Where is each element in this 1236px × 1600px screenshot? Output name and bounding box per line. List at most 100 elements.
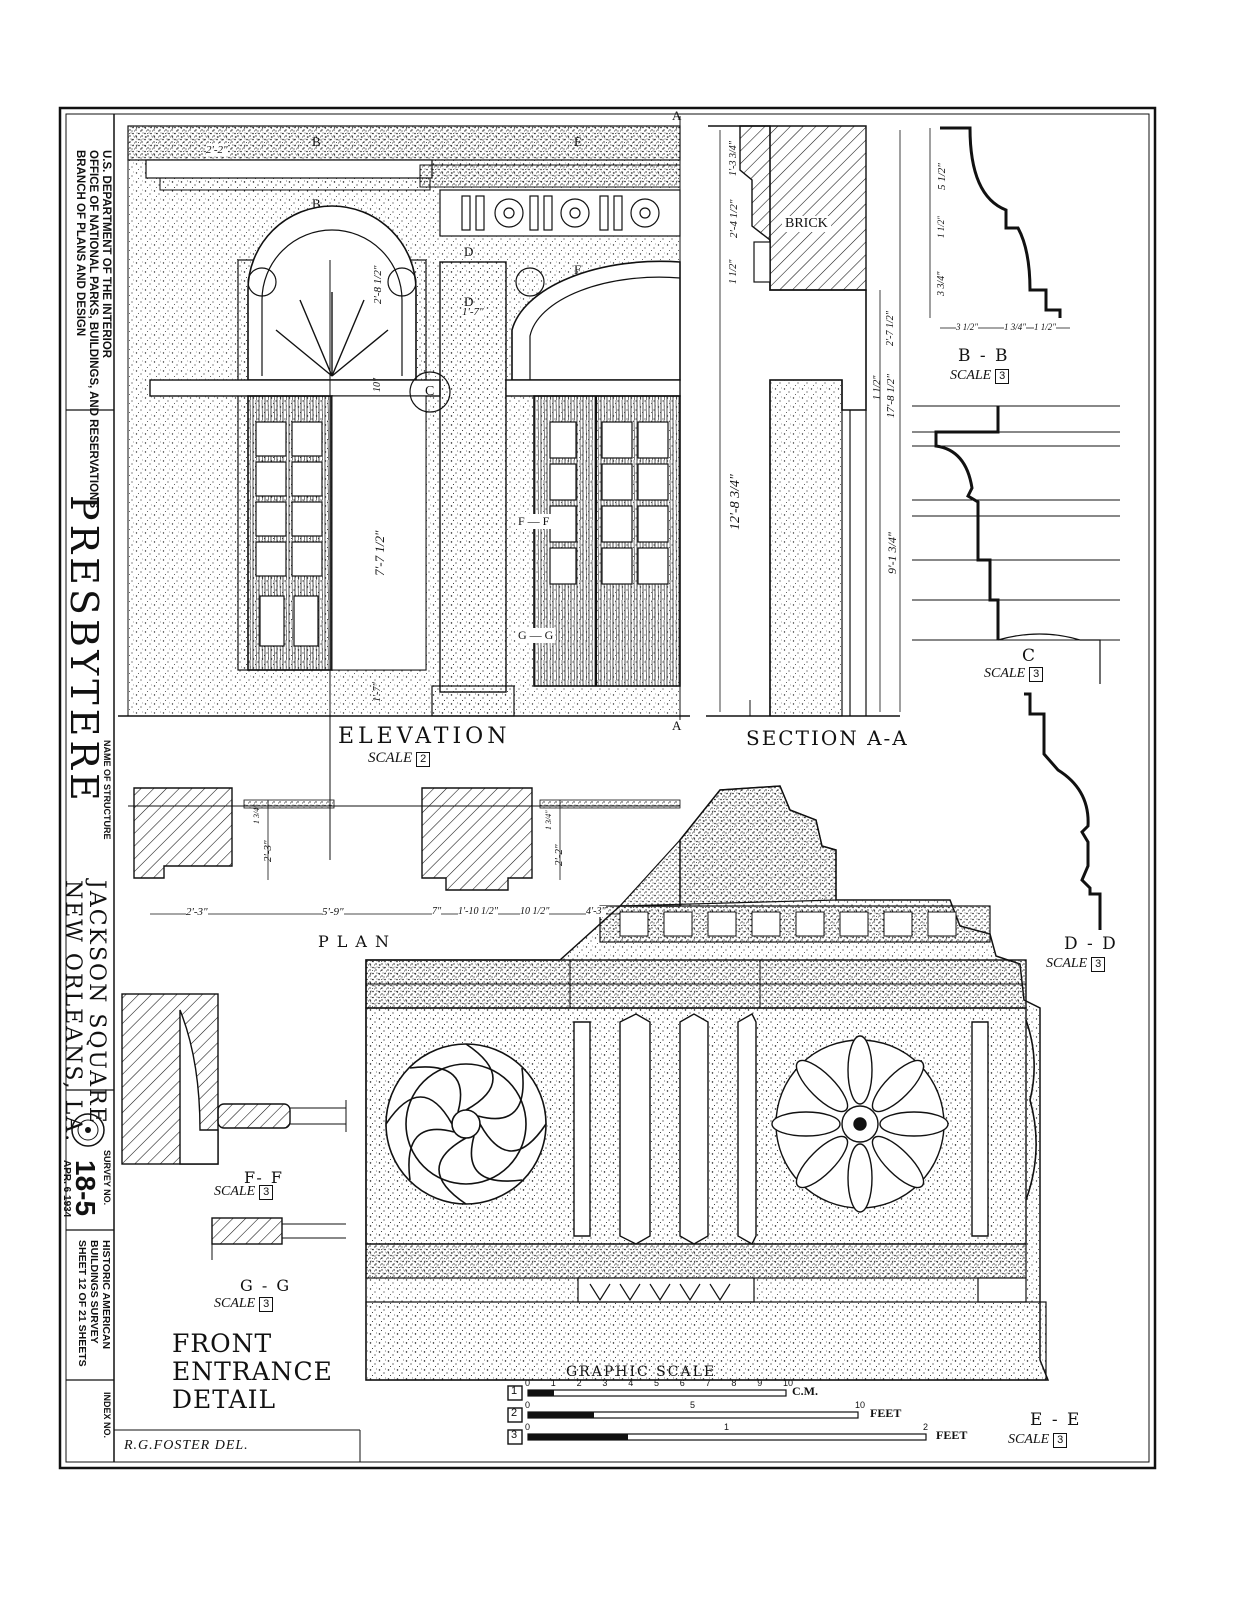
dimension: 2'-7 1/2" xyxy=(885,311,896,346)
scale-tick-label: 10 xyxy=(855,1400,866,1410)
dimension: 1'-10 1/2" xyxy=(458,906,498,917)
dimension: 1 1/2" xyxy=(936,215,946,238)
profile-dd-drawing xyxy=(1024,692,1102,930)
scale-text: SCALE xyxy=(984,666,1026,681)
detail-ff-drawing xyxy=(121,993,347,1165)
dimension: 5 1/2" xyxy=(936,163,948,190)
scale-bar-unit: C.M. xyxy=(792,1384,818,1398)
ff-label: F- F xyxy=(244,1168,284,1187)
section-mark-e: E xyxy=(574,134,582,149)
detail-gg-drawing xyxy=(211,1217,346,1260)
scale-tick-label: 0 xyxy=(525,1378,531,1388)
scale-number: 3 xyxy=(1091,957,1106,972)
structure-caption: NAME OF STRUCTURE xyxy=(102,740,112,840)
profile-c-drawing xyxy=(912,405,1120,684)
dentil-course xyxy=(619,911,957,937)
bb-label: B - B xyxy=(958,346,1010,366)
elevation-drawing xyxy=(118,116,690,860)
door-glazing xyxy=(255,421,323,647)
scale-tick-label: 3 xyxy=(602,1378,608,1388)
dimension: 3 1/2" xyxy=(956,322,979,332)
survey-name-line: BUILDINGS SURVEY xyxy=(88,1240,100,1344)
index-label: INDEX NO. xyxy=(102,1392,112,1439)
dimension: 1'-7" xyxy=(372,682,383,702)
scale-number: 3 xyxy=(259,1297,274,1312)
section-aa-drawing xyxy=(706,125,901,717)
dimension: 7'-7 1/2" xyxy=(372,530,387,576)
dimension: 2'-3" xyxy=(186,906,208,918)
sheet-border xyxy=(58,106,1157,1470)
scale-tick-label: 5 xyxy=(654,1378,660,1388)
sheet-title-line: DETAIL xyxy=(172,1385,277,1414)
dimension: 7" xyxy=(432,906,442,917)
section-mark-a: A xyxy=(672,108,682,123)
detail-c-mark: C xyxy=(425,384,435,399)
frieze-flutes xyxy=(573,1013,989,1245)
structure-name: PRESBYTERE xyxy=(62,495,106,805)
survey-seal xyxy=(71,1113,105,1147)
scale-tick-label: 9 xyxy=(757,1378,763,1388)
dimension: 12'-8 3/4" xyxy=(728,474,743,530)
plan-label: PLAN xyxy=(318,932,397,951)
section-mark-b: B xyxy=(312,196,321,211)
ee-label: E - E xyxy=(1030,1410,1082,1430)
elevation-label: ELEVATION xyxy=(338,724,511,749)
sheet-info: SHEET 12 OF 21 SHEETS xyxy=(76,1240,88,1367)
survey-no-label: SURVEY NO. xyxy=(102,1150,112,1206)
scale-tick-label: 1 xyxy=(550,1378,556,1388)
section-mark-b: B xyxy=(312,134,321,149)
scale-text: SCALE xyxy=(950,368,992,383)
scale-text: SCALE xyxy=(1008,1432,1050,1447)
delineator-signature: R.G.FOSTER DEL. xyxy=(124,1438,249,1453)
dimension: 2'-2" xyxy=(206,144,228,156)
scale-number: 2 xyxy=(416,752,431,767)
scale-number: 3 xyxy=(259,1185,274,1200)
dimension: 1 3/4" xyxy=(252,804,261,824)
profile-bb-drawing xyxy=(929,126,1070,329)
scale-tick-label: 2 xyxy=(923,1422,929,1432)
agency-line: BRANCH OF PLANS AND DESIGN xyxy=(74,150,86,337)
dimension: 10" xyxy=(372,377,383,392)
dimension: 17'-8 1/2" xyxy=(885,374,897,418)
scale-tick-label: 0 xyxy=(525,1400,531,1410)
dimension: 1 3/4" xyxy=(544,810,553,830)
frieze-rosette xyxy=(494,198,660,228)
location-block: JACKSON SQUARE NEW ORLEANS, LA. xyxy=(60,880,109,1144)
sheet-title-line: ENTRANCE xyxy=(172,1357,333,1386)
scale-bar-unit: FEET xyxy=(936,1428,968,1442)
scale-bar-unit: FEET xyxy=(870,1406,902,1420)
section-mark-d: D xyxy=(464,294,474,309)
dimension: 1 1/2" xyxy=(1034,322,1057,332)
scale-tick-label: 7 xyxy=(705,1378,711,1388)
section-mark-a: A xyxy=(672,718,682,733)
location-line: JACKSON SQUARE xyxy=(84,880,109,1125)
dimension: 1 1/2" xyxy=(728,259,739,284)
section-aa-label: SECTION A-A xyxy=(746,726,909,750)
scale-text: SCALE xyxy=(214,1296,256,1311)
location-line: NEW ORLEANS, LA. xyxy=(60,880,85,1144)
scale-text: SCALE xyxy=(1046,956,1088,971)
daisy-rosette xyxy=(771,1035,949,1213)
fanlight-muntins xyxy=(275,292,389,377)
scale-text: SCALE xyxy=(368,750,413,766)
survey-name-block: HISTORIC AMERICAN BUILDINGS SURVEY SHEET… xyxy=(76,1240,112,1367)
scale-tick-label: 0 xyxy=(525,1422,531,1432)
agency-block: U.S. DEPARTMENT OF THE INTERIOR OFFICE O… xyxy=(73,150,112,508)
dimension: 9'-1 3/4" xyxy=(885,532,899,574)
dimension: 5'-9" xyxy=(322,906,344,918)
scale-tick-label: 10 xyxy=(783,1378,794,1388)
frieze-flutes xyxy=(461,195,623,231)
dimension: 1 1/2" xyxy=(872,375,883,400)
sheet-title-line: FRONT xyxy=(172,1329,273,1358)
section-mark-ff: F — F xyxy=(516,514,552,529)
c-label: C xyxy=(1022,646,1038,666)
dimension: 2'-4 1/2" xyxy=(728,199,740,238)
plan-drawing xyxy=(128,787,681,915)
gg-label: G - G xyxy=(240,1276,292,1295)
